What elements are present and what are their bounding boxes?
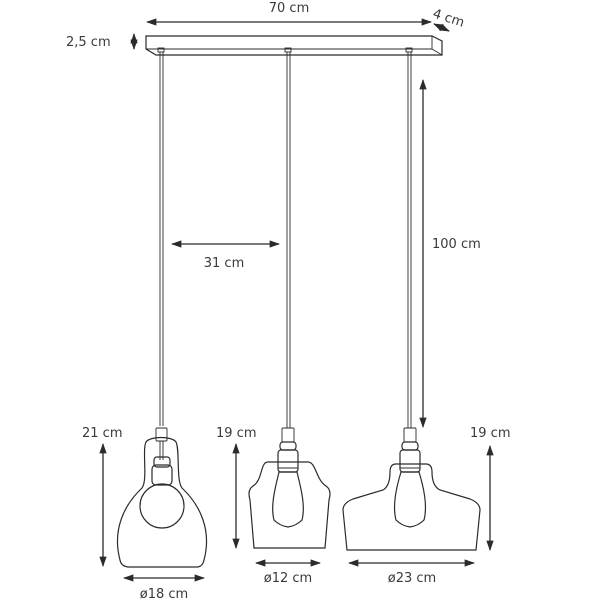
pendant-1 bbox=[116, 427, 208, 568]
spacing-label: 31 cm bbox=[204, 256, 245, 271]
pendant-3-diameter-dimension: ø23 cm bbox=[347, 559, 476, 586]
canopy-depth-dimension: 4 cm bbox=[431, 7, 466, 32]
pendant-3-height-label: 19 cm bbox=[470, 426, 511, 441]
pendant-1-diameter-label: ø18 cm bbox=[140, 587, 188, 600]
pendant-3-height-dimension: 19 cm bbox=[470, 426, 511, 552]
pendant-2-diameter-dimension: ø12 cm bbox=[254, 559, 322, 586]
spacing-dimension: 31 cm bbox=[170, 240, 281, 271]
canopy-height-dimension: 2,5 cm bbox=[66, 32, 138, 51]
cable-length-label: 100 cm bbox=[432, 237, 481, 252]
pendant-1-height-dimension: 21 cm bbox=[82, 426, 123, 568]
pendant-2-height-label: 19 cm bbox=[216, 426, 257, 441]
cables bbox=[159, 52, 412, 428]
canopy-depth-label: 4 cm bbox=[431, 7, 466, 31]
pendant-1-diameter-dimension: ø18 cm bbox=[122, 574, 206, 600]
pendant-3 bbox=[342, 427, 481, 551]
pendant-2-diameter-label: ø12 cm bbox=[264, 571, 312, 586]
pendant-2 bbox=[248, 427, 331, 549]
pendant-1-height-label: 21 cm bbox=[82, 426, 123, 441]
canopy-width-label: 70 cm bbox=[269, 1, 310, 16]
canopy bbox=[145, 35, 443, 56]
pendant-2-height-dimension: 19 cm bbox=[216, 426, 257, 550]
canopy-height-label: 2,5 cm bbox=[66, 35, 111, 50]
cable-length-dimension: 100 cm bbox=[419, 78, 481, 429]
canopy-width-dimension: 70 cm bbox=[145, 1, 433, 26]
pendant-3-diameter-label: ø23 cm bbox=[388, 571, 436, 586]
